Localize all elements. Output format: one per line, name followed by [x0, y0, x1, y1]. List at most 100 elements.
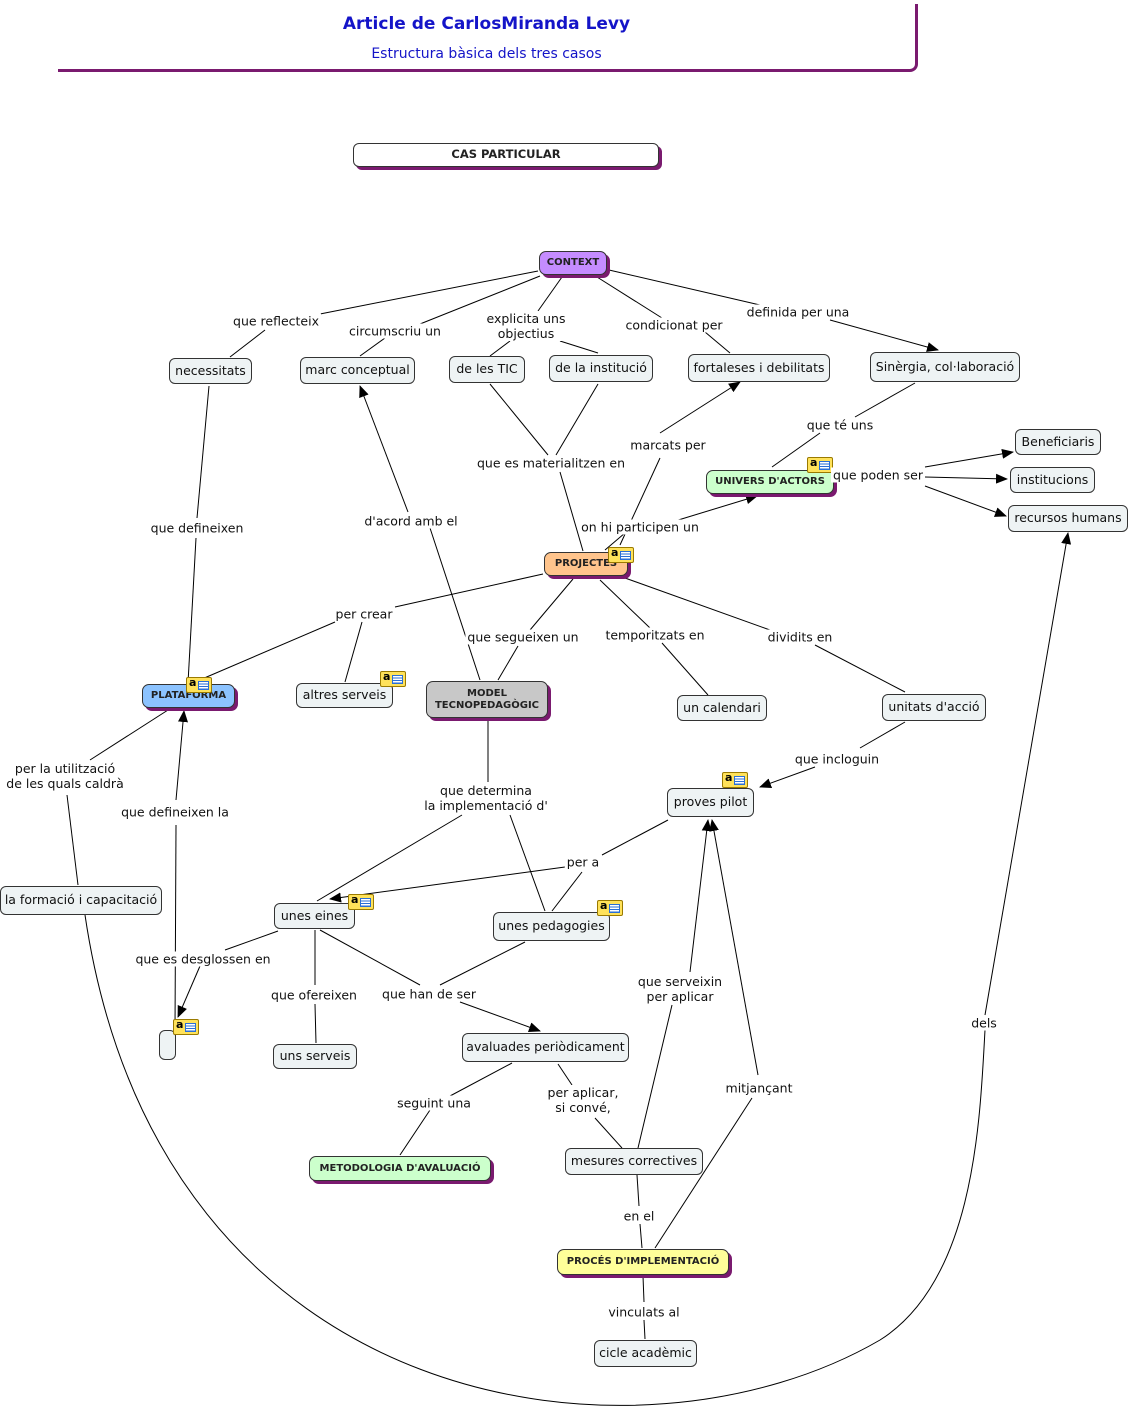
note-icon[interactable]	[348, 893, 374, 910]
node-projectes[interactable]: PROJECTES	[544, 552, 628, 576]
edge-determina-eines	[316, 814, 463, 902]
note-icon[interactable]	[608, 546, 634, 563]
link-per-crear: per crear	[333, 606, 395, 622]
edge-defineixenla-plataforma	[175, 710, 188, 801]
edge-context-circumscriu	[419, 275, 541, 325]
edge-model-dacord	[429, 527, 481, 681]
edge-desglossen-empty	[177, 965, 201, 1018]
edge-proces-mitjancant	[654, 1097, 753, 1249]
link-seguint-una: seguint una	[395, 1095, 473, 1111]
edge-context-reflecteix	[319, 270, 539, 315]
edge-peraplicar-mesures	[594, 1117, 623, 1149]
note-icon[interactable]	[722, 771, 748, 788]
node-unes-eines[interactable]: unes eines	[274, 903, 355, 929]
edge-eines-desglossen	[224, 930, 279, 951]
node-cas-particular[interactable]: CAS PARTICULAR	[353, 143, 659, 167]
edge-condicionat-fortaleses	[704, 331, 731, 354]
node-formacio[interactable]: la formació i capacitació	[0, 886, 162, 915]
edge-ofereixen-serveis	[314, 1003, 317, 1044]
node-institucions[interactable]: institucions	[1010, 467, 1095, 493]
edge-projectes-percrear	[394, 573, 544, 608]
node-necessitats[interactable]: necessitats	[169, 358, 252, 384]
edge-podenser-institucions	[924, 473, 1008, 484]
page-subtitle: Estructura bàsica dels tres casos	[371, 46, 602, 62]
edge-dividits-unitats	[814, 644, 906, 693]
node-de-les-tic[interactable]: de les TIC	[449, 356, 525, 383]
node-univers-actors[interactable]: UNIVERS D'ACTORS	[706, 470, 834, 494]
edge-vinculats-cicle	[643, 1319, 646, 1340]
edge-projectes-dividits	[624, 577, 771, 631]
node-altres-serveis[interactable]: altres serveis	[296, 683, 393, 708]
edge-explicita-institucio	[559, 340, 599, 354]
link-que-te-uns: que té uns	[804, 417, 876, 433]
node-model-line1: MODEL	[467, 688, 507, 699]
note-icon[interactable]	[173, 1018, 199, 1035]
edge-seguint-metodologia	[399, 1109, 431, 1156]
link-condicionat-per: condicionat per	[623, 317, 725, 333]
edge-materialitzen-projectes	[559, 471, 584, 552]
link-que-han-de-ser: que han de ser	[380, 986, 478, 1002]
node-de-la-institucio[interactable]: de la institució	[549, 355, 653, 382]
edge-mesures-serveixin	[637, 1004, 673, 1149]
note-icon[interactable]	[380, 670, 406, 687]
edge-dacord-marc	[359, 385, 409, 513]
node-unitats-accio[interactable]: unitats d'acció	[882, 694, 986, 721]
node-model-line2: TECNOPEDAGÒGIC	[434, 699, 540, 711]
note-icon[interactable]	[597, 899, 623, 916]
node-fortaleses[interactable]: fortaleses i debilitats	[688, 354, 830, 382]
node-empty[interactable]	[159, 1030, 176, 1060]
edge-plataforma-utilitzacio	[89, 709, 169, 761]
edge-tic-materialitzen	[489, 383, 549, 456]
edge-circumscriu-marc	[359, 337, 386, 357]
node-context[interactable]: CONTEXT	[539, 251, 607, 275]
link-dacord-amb-el: d'acord amb el	[362, 513, 460, 529]
node-unes-pedagogies[interactable]: unes pedagogies	[493, 912, 610, 941]
node-sinergia[interactable]: Sinèrgia, col·laboració	[870, 352, 1020, 382]
node-uns-serveis[interactable]: uns serveis	[273, 1044, 357, 1069]
edge-projectes-segueixen	[529, 578, 574, 631]
link-que-segueixen-un: que segueixen un	[465, 629, 581, 645]
edge-defineixen-plataforma	[187, 537, 197, 684]
node-proces-implementacio[interactable]: PROCÉS D'IMPLEMENTACIÓ	[557, 1249, 729, 1275]
node-mesures-correctives[interactable]: mesures correctives	[565, 1148, 703, 1175]
edge-institucio-materialitzen	[555, 383, 599, 456]
link-que-es-materialitzen: que es materialitzen en	[474, 455, 628, 471]
edge-determina-pedagogies	[509, 814, 546, 912]
edge-proces-vinculats	[642, 1275, 645, 1303]
node-marc-conceptual[interactable]: marc conceptual	[300, 357, 415, 384]
link-dividits-en: dividits en	[765, 629, 835, 645]
note-icon[interactable]	[186, 676, 212, 693]
edge-mesures-enel	[636, 1174, 640, 1207]
edge-incloguin-proves	[759, 766, 816, 788]
edge-sinergia-queteuns	[854, 382, 916, 418]
edge-percrear-altres	[344, 621, 363, 683]
note-icon[interactable]	[807, 456, 833, 473]
node-avaluades[interactable]: avaluades periòdicament	[462, 1033, 629, 1062]
edge-eines-handeser	[319, 929, 421, 986]
edge-percrear-plataforma	[194, 621, 336, 683]
node-un-calendari[interactable]: un calendari	[677, 695, 767, 721]
edge-formacio-dels-curve	[84, 914, 986, 1406]
link-que-ofereixen: que ofereixen	[269, 987, 359, 1003]
link-dels: dels	[969, 1015, 999, 1031]
header-box: Article de CarlosMiranda Levy Estructura…	[58, 4, 918, 72]
link-on-hi-participen: on hi participen un	[579, 519, 701, 535]
edge-podenser-beneficiaris	[924, 448, 1014, 468]
node-recursos-humans[interactable]: recursos humans	[1008, 505, 1128, 532]
node-model-tecnopedagogic[interactable]: MODEL TECNOPEDAGÒGIC	[426, 681, 548, 718]
node-proves-pilot[interactable]: proves pilot	[667, 788, 754, 817]
link-temporitzats-en: temporitzats en	[603, 627, 707, 643]
link-que-es-desglossen: que es desglossen en	[133, 951, 273, 967]
node-cicle-academic[interactable]: cicle acadèmic	[594, 1340, 697, 1367]
edge-explicita-tic	[489, 340, 511, 357]
edge-mitjancant-proves	[709, 819, 759, 1076]
node-beneficiaris[interactable]: Beneficiaris	[1015, 429, 1101, 455]
link-circumscriu-un: circumscriu un	[347, 323, 443, 339]
link-que-poden-ser: que poden ser	[831, 467, 925, 483]
link-per-a: per a	[564, 854, 602, 870]
node-metodologia[interactable]: METODOLOGIA D'AVALUACIÓ	[309, 1156, 491, 1181]
edge-queteuns-univers	[771, 432, 821, 468]
